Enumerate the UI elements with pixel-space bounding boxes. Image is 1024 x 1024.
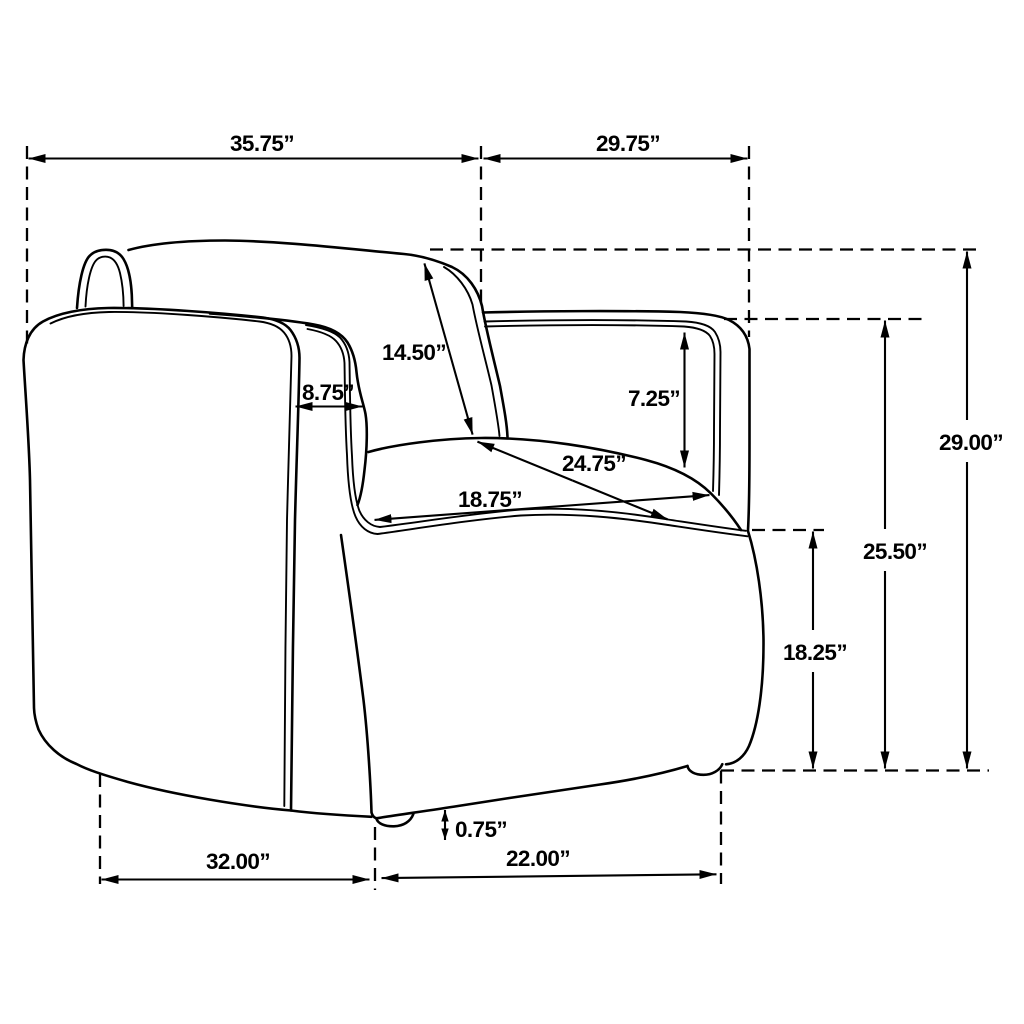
dimension-label: 29.75”: [596, 131, 660, 156]
dim-arm-rise: 7.25”: [628, 332, 689, 468]
seat-base-bottom-edge: [375, 764, 689, 820]
dimension-line: [374, 506, 543, 524]
dim-seat-depth-total: 24.75”: [477, 440, 668, 521]
dimension-line: [447, 348, 474, 435]
dimension-line: [572, 479, 668, 521]
backrest-left-corner: [75, 248, 134, 310]
dimension-annotations: 35.75” 29.75” 14.50” 8.75” 7.25”: [25, 131, 1004, 890]
left-foot: [375, 812, 415, 828]
dimension-label: 22.00”: [506, 846, 570, 871]
dimension-label: 18.75”: [458, 487, 522, 512]
dimension-label: 32.00”: [206, 849, 270, 874]
dim-leg-height: 0.75”: [441, 810, 508, 842]
dimension-label: 24.75”: [562, 451, 626, 476]
left-arm-inner-piping-inner: [306, 328, 749, 538]
dim-base-depth: 22.00”: [381, 770, 723, 884]
seat-back-edge: [367, 436, 743, 532]
dimension-line: [423, 263, 450, 350]
dimension-label: 14.50”: [382, 340, 446, 365]
left-armrest-edge: [208, 312, 369, 507]
dimension-line: [541, 491, 710, 509]
seat-base-right-edge: [724, 529, 765, 766]
left-arm-inner-piping-outer: [305, 324, 747, 532]
dimension-line: [548, 869, 717, 879]
dim-seat-side-height: 18.25”: [752, 528, 848, 769]
dim-seat-depth: 18.75”: [374, 487, 710, 524]
dimension-label: 29.00”: [939, 430, 1003, 455]
chair-drawing: [22, 239, 765, 828]
backrest-outline: [127, 239, 509, 439]
left-arm-panel-piping: [49, 311, 293, 807]
backrest-left-corner-piping: [84, 255, 125, 308]
right-arm-outline: [481, 309, 751, 532]
dim-overall-height: 29.00”: [430, 248, 1004, 772]
dim-back-height: 25.50”: [724, 317, 928, 769]
dimension-line: [477, 440, 573, 482]
dim-back-slant: 14.50”: [382, 263, 474, 435]
right-arm-piping-outer: [483, 319, 722, 496]
dimension-label: 18.25”: [783, 640, 847, 665]
right-arm-piping-inner: [484, 324, 716, 492]
front-strip-bottom-edge: [289, 809, 373, 819]
dim-base-width: 32.00”: [98, 774, 377, 890]
dim-arm-width: 8.75”: [295, 380, 363, 411]
dim-overall-width: 35.75”: [25, 131, 483, 350]
dimension-label: 0.75”: [455, 817, 507, 842]
seat-base-left-edge: [339, 533, 378, 820]
dimension-line: [381, 873, 550, 883]
dimension-label: 35.75”: [230, 131, 294, 156]
backrest-piping: [443, 266, 501, 437]
left-arm-panel-outline: [22, 306, 301, 812]
dimension-label: 25.50”: [863, 539, 927, 564]
dimension-label: 7.25”: [628, 386, 680, 411]
right-foot: [686, 762, 724, 777]
dim-overall-depth: 29.75”: [483, 131, 751, 337]
dimension-label: 8.75”: [302, 380, 354, 405]
